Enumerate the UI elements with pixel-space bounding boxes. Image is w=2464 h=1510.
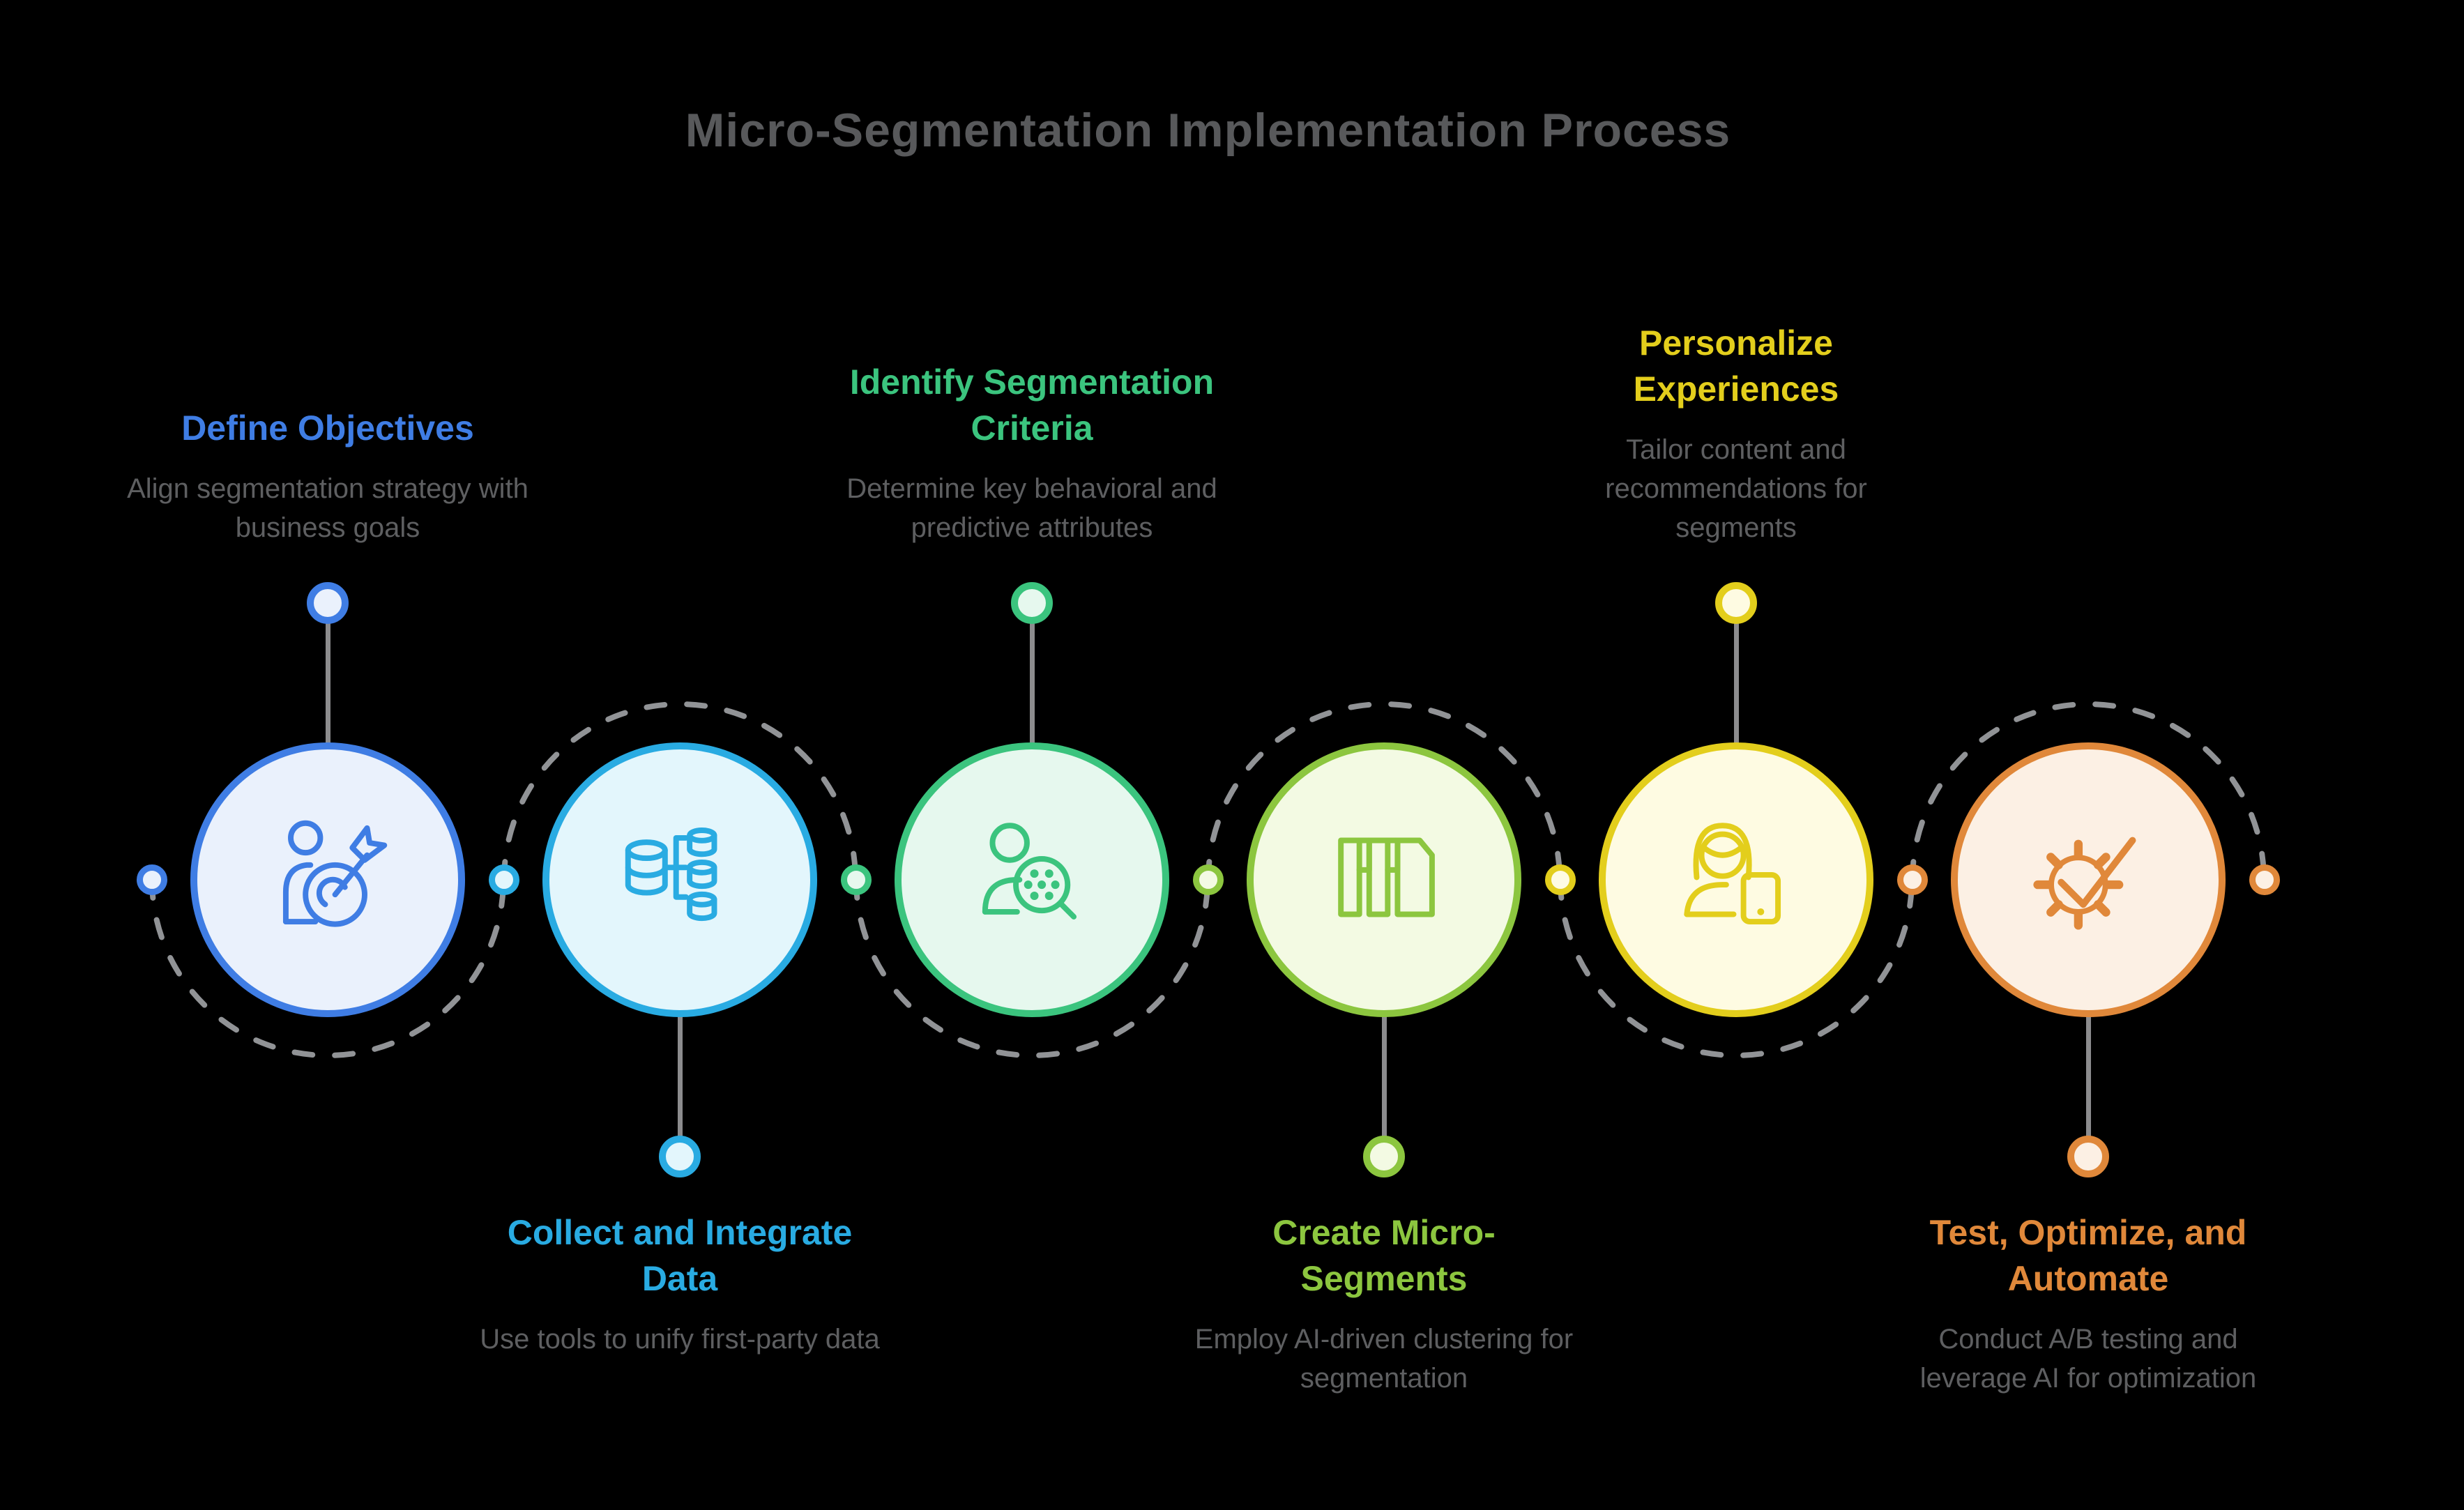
person-device-icon bbox=[1684, 823, 1781, 925]
step-marker-dot bbox=[659, 1136, 701, 1177]
step-description: Determine key behavioral and predictive … bbox=[846, 473, 1217, 543]
path-dot bbox=[2249, 864, 2280, 895]
path-dot bbox=[1897, 864, 1928, 895]
dashed-arc bbox=[1910, 701, 2267, 883]
step-title: Define Objectives bbox=[181, 409, 474, 448]
step-title: Personalize Experiences bbox=[1633, 323, 1839, 409]
step-marker-dot bbox=[2067, 1136, 2109, 1177]
step-circle bbox=[190, 742, 465, 1017]
step-marker-dot bbox=[1011, 582, 1053, 624]
path-dot bbox=[489, 864, 519, 895]
connector-line bbox=[1734, 623, 1739, 745]
connector-line bbox=[2086, 1016, 2091, 1138]
step-circle bbox=[1599, 742, 1873, 1017]
dashed-arc bbox=[149, 877, 506, 1058]
step-title: Create Micro-Segments bbox=[1272, 1213, 1496, 1298]
step-marker-dot bbox=[1715, 582, 1757, 624]
step-description: Align segmentation strategy with busines… bbox=[127, 473, 528, 543]
step-title: Test, Optimize, and Automate bbox=[1929, 1213, 2247, 1298]
path-dot bbox=[137, 864, 167, 895]
step-circle bbox=[895, 742, 1169, 1017]
step-circle bbox=[1951, 742, 2226, 1017]
step-description: Conduct A/B testing and leverage AI for … bbox=[1919, 1324, 2257, 1394]
step-circle bbox=[1247, 742, 1521, 1017]
connector-line bbox=[1030, 623, 1035, 745]
step-description: Tailor content and recommendations for s… bbox=[1605, 434, 1867, 543]
segmented-bars-icon bbox=[1338, 837, 1435, 917]
page-title: Micro-Segmentation Implementation Proces… bbox=[685, 104, 1731, 157]
step-label: Personalize Experiences Tailor content a… bbox=[1492, 320, 1980, 547]
step-title: Collect and Integrate Data bbox=[507, 1213, 853, 1298]
person-cluster-magnifier-icon bbox=[982, 823, 1077, 920]
dashed-arc bbox=[1558, 877, 1915, 1058]
step-label: Identify Segmentation Criteria Determine… bbox=[788, 359, 1276, 547]
step-marker-dot bbox=[307, 582, 349, 624]
step-label: Define Objectives Align segmentation str… bbox=[84, 405, 572, 547]
step-label: Create Micro-Segments Employ AI-driven c… bbox=[1140, 1210, 1628, 1398]
step-marker-dot bbox=[1363, 1136, 1405, 1177]
path-dot bbox=[1193, 864, 1224, 895]
step-label: Collect and Integrate Data Use tools to … bbox=[436, 1210, 924, 1359]
person-target-icon bbox=[282, 820, 388, 927]
dashed-arc bbox=[1206, 701, 1562, 883]
step-label: Test, Optimize, and Automate Conduct A/B… bbox=[1844, 1210, 2332, 1398]
dashed-arc bbox=[853, 877, 1210, 1058]
step-description: Employ AI-driven clustering for segmenta… bbox=[1194, 1324, 1574, 1394]
connector-line bbox=[678, 1016, 683, 1138]
step-description: Use tools to unify first-party data bbox=[480, 1324, 880, 1355]
path-dot bbox=[1545, 864, 1576, 895]
connector-line bbox=[1382, 1016, 1387, 1138]
step-title: Identify Segmentation Criteria bbox=[849, 363, 1215, 448]
path-dot bbox=[841, 864, 872, 895]
dashed-arc bbox=[501, 701, 858, 883]
database-integration-icon bbox=[625, 828, 717, 922]
step-circle bbox=[542, 742, 817, 1017]
connector-line bbox=[326, 623, 330, 745]
gear-check-icon bbox=[2033, 837, 2136, 930]
